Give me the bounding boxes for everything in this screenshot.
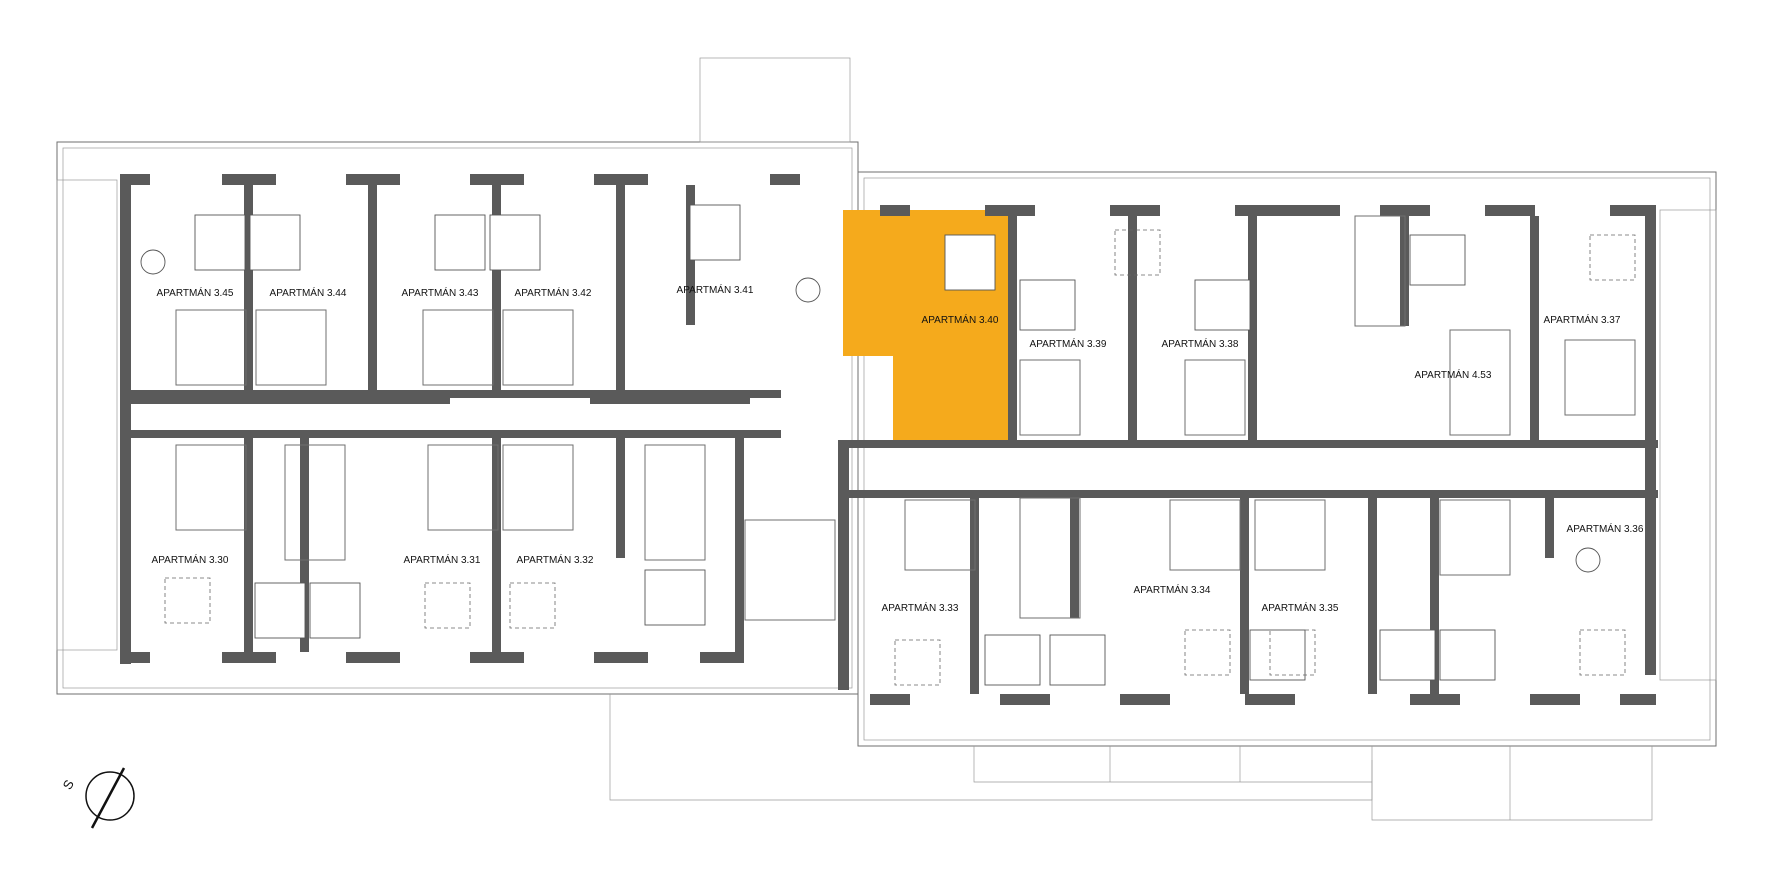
bathrooms [175, 309, 1636, 576]
furniture [140, 204, 1636, 686]
label-apartment-3-39: APARTMÁN 3.39 [1030, 337, 1107, 350]
label-apartment-3-32: APARTMÁN 3.32 [517, 553, 594, 566]
label-apartment-3-45: APARTMÁN 3.45 [157, 286, 234, 299]
label-apartment-3-34: APARTMÁN 3.34 [1134, 583, 1211, 596]
terrace-hatching [56, 179, 1717, 681]
label-apartment-3-41: APARTMÁN 3.41 [677, 283, 754, 296]
label-apartment-3-38: APARTMÁN 3.38 [1162, 337, 1239, 350]
label-apartment-3-44: APARTMÁN 3.44 [270, 286, 347, 299]
exterior-walls [120, 174, 1658, 705]
label-apartment-3-42: APARTMÁN 3.42 [515, 286, 592, 299]
partition-walls [244, 185, 1554, 694]
stairs [284, 215, 1511, 621]
label-apartment-3-35: APARTMÁN 3.35 [1262, 601, 1339, 614]
label-apartment-3-30: APARTMÁN 3.30 [152, 553, 229, 566]
label-apartment-3-31: APARTMÁN 3.31 [404, 553, 481, 566]
apartment-labels: APARTMÁN 3.45 APARTMÁN 3.44 APARTMÁN 3.4… [152, 283, 1644, 614]
label-apartment-4-53: APARTMÁN 4.53 [1415, 368, 1492, 381]
label-apartment-3-36: APARTMÁN 3.36 [1567, 522, 1644, 535]
label-apartment-3-37: APARTMÁN 3.37 [1544, 313, 1621, 326]
label-apartment-3-40: APARTMÁN 3.40 [922, 313, 999, 326]
label-apartment-3-33: APARTMÁN 3.33 [882, 601, 959, 614]
label-apartment-3-43: APARTMÁN 3.43 [402, 286, 479, 299]
